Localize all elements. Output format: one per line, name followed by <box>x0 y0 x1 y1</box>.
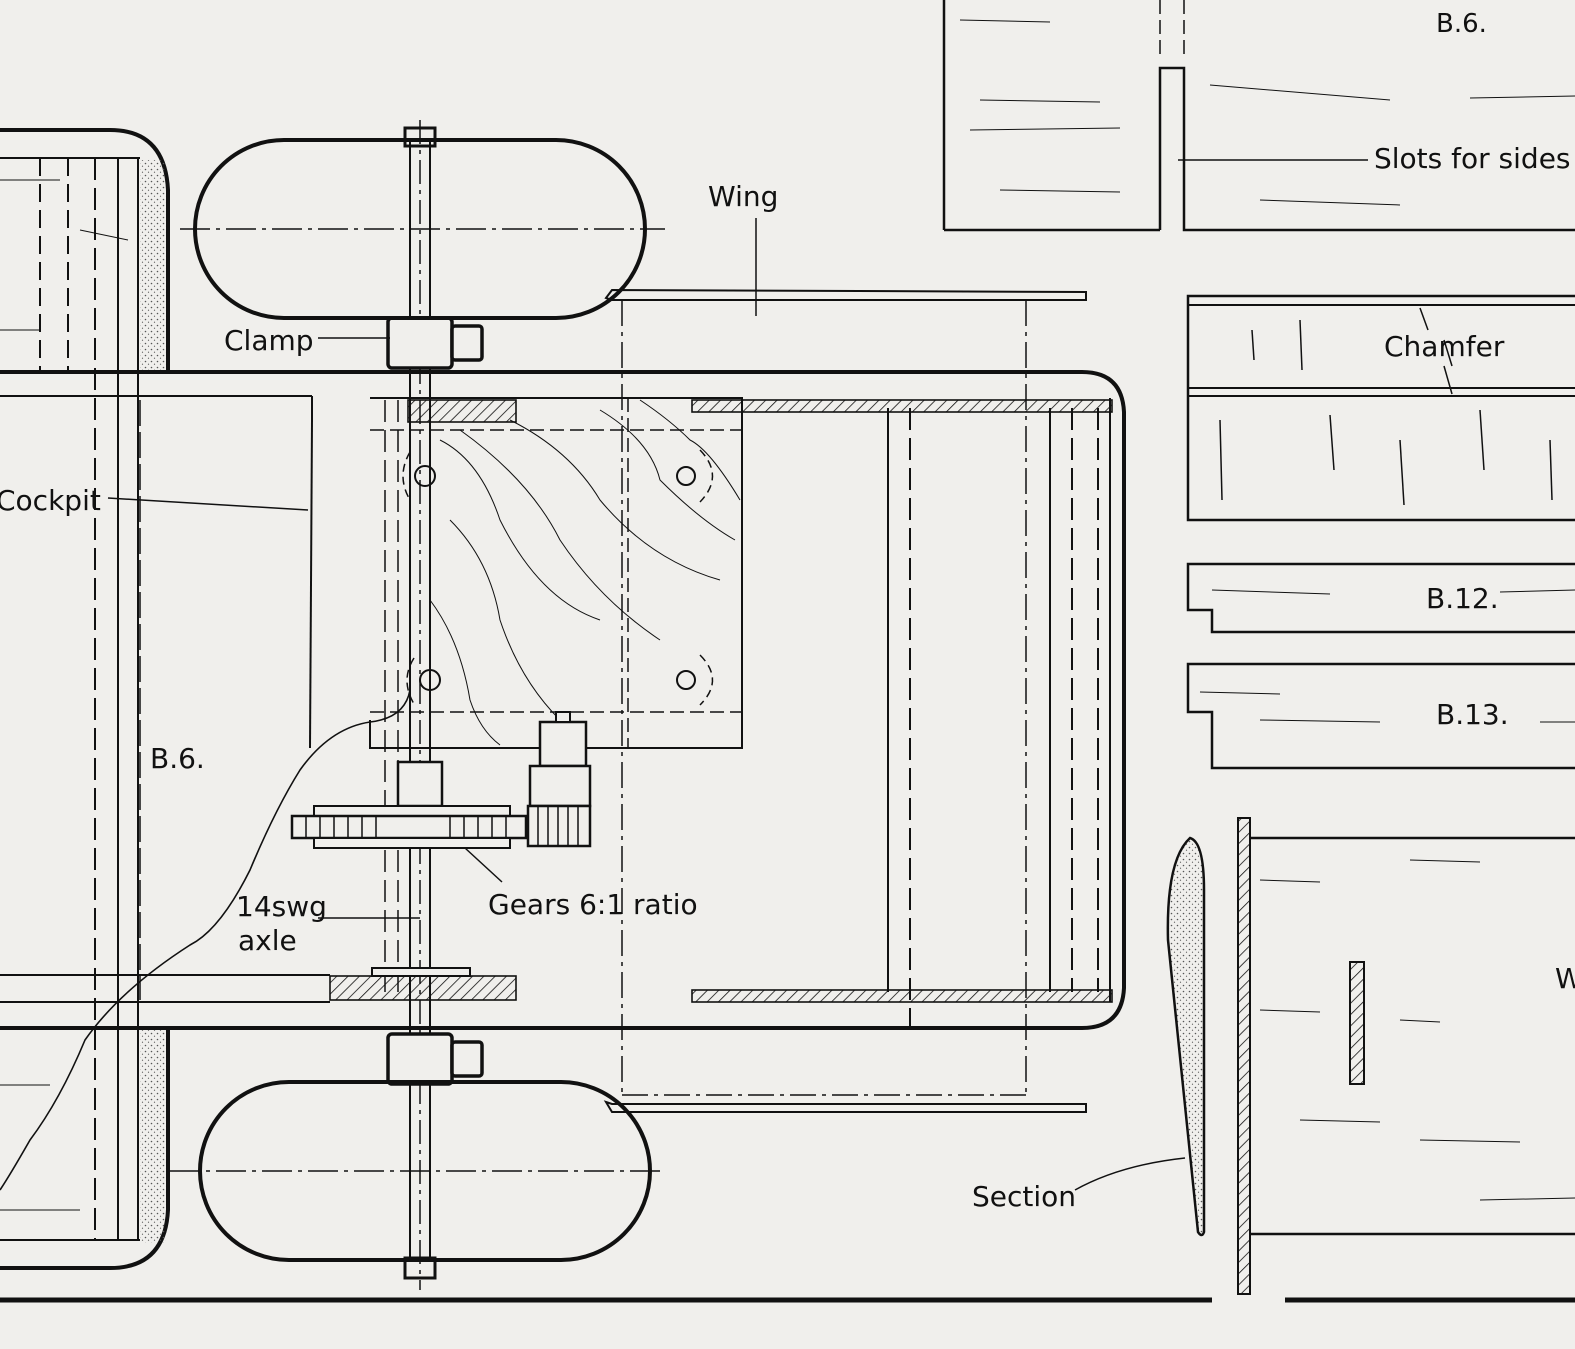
left-cockpit-section <box>0 128 411 1270</box>
label-clamp: Clamp <box>224 324 314 357</box>
label-cockpit: Cockpit <box>0 484 101 517</box>
label-slots-for-sides: Slots for sides <box>1374 142 1571 175</box>
wing-section <box>1166 817 1575 1295</box>
label-b6-left: B.6. <box>150 742 205 775</box>
stippled-strip-bottom <box>140 1028 166 1243</box>
side-rail-hatched-bottom <box>691 989 1113 1003</box>
label-wing: Wing <box>708 180 778 213</box>
b13-strip <box>1186 662 1575 770</box>
label-b6-top: B.6. <box>1436 9 1487 39</box>
clamp-screw-bottom <box>450 1040 484 1078</box>
label-chamfer: Chamfer <box>1384 330 1505 363</box>
gear-hub <box>396 760 444 808</box>
axle-assembly <box>290 120 592 1290</box>
motor-body <box>538 720 588 768</box>
chamfer-panel <box>1186 294 1575 522</box>
label-b13: B.13. <box>1436 698 1509 731</box>
leader-lines <box>107 159 1453 1191</box>
label-gears-ratio: Gears 6:1 ratio <box>488 888 698 921</box>
clamp-screw-top <box>450 324 484 362</box>
label-b12: B.12. <box>1426 582 1499 615</box>
label-axle: axle <box>238 924 297 957</box>
wing-spar-hatched <box>1237 817 1251 1295</box>
label-wing-fragment: W <box>1555 962 1575 995</box>
label-axle-gauge: 14swg <box>236 890 327 923</box>
wing-slot-hatched <box>1349 961 1365 1085</box>
b6-panel <box>942 0 1575 232</box>
clamp-top <box>386 316 454 370</box>
label-section: Section <box>972 1180 1076 1213</box>
b12-strip <box>1186 562 1575 634</box>
airfoil-section <box>1166 836 1206 1237</box>
large-gear <box>290 814 528 840</box>
clamp-bottom <box>386 1032 454 1086</box>
motor-mount-plate <box>369 397 743 749</box>
chassis-body <box>0 300 1126 1095</box>
wing-outline <box>603 288 1087 1113</box>
stippled-strip-top <box>140 160 166 372</box>
axle-bearing-hatched <box>329 975 517 1001</box>
wheels <box>170 138 665 1262</box>
side-rail-hatched-top <box>691 399 1113 413</box>
